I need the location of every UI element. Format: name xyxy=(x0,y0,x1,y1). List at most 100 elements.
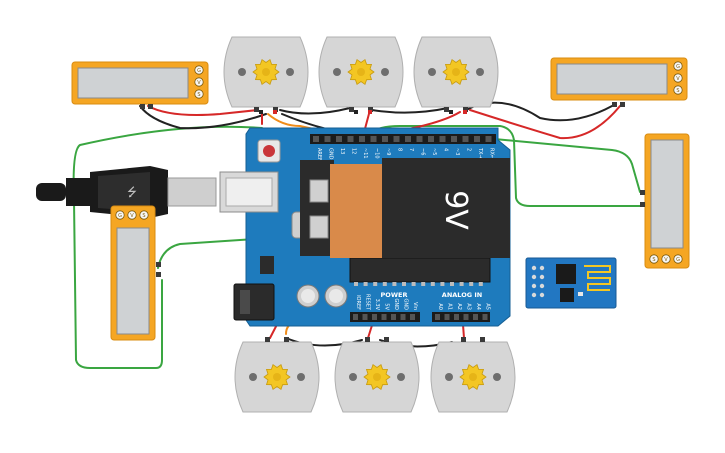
motor-top-3[interactable] xyxy=(413,36,499,112)
digital-pin[interactable] xyxy=(347,136,354,142)
motor-terminal[interactable] xyxy=(284,337,289,342)
usb-cable[interactable]: ⭍ xyxy=(36,166,217,218)
motor-terminal[interactable] xyxy=(368,107,373,112)
motor-terminal[interactable] xyxy=(461,337,466,342)
sensor-connector[interactable] xyxy=(620,102,625,107)
motor-terminal[interactable] xyxy=(273,107,278,112)
digital-pin[interactable] xyxy=(439,136,446,142)
power-pin[interactable] xyxy=(381,314,387,320)
analog-pin[interactable] xyxy=(435,314,440,320)
motor-terminal[interactable] xyxy=(384,337,389,342)
digital-pin[interactable] xyxy=(485,136,492,142)
digital-pin[interactable] xyxy=(451,136,457,142)
sensor-connector[interactable] xyxy=(640,190,645,195)
sensor-pin-icon[interactable] xyxy=(127,210,137,220)
battery-body xyxy=(382,158,510,258)
sensor-connector[interactable] xyxy=(612,102,617,107)
digital-pin[interactable] xyxy=(462,136,469,142)
esp-pin[interactable] xyxy=(531,283,537,289)
analog-pin[interactable] xyxy=(482,314,488,320)
esp-pin[interactable] xyxy=(539,274,545,280)
digital-pin[interactable] xyxy=(313,136,319,142)
wire-orange-top[interactable] xyxy=(267,113,347,137)
wire-red-top-4[interactable] xyxy=(469,105,621,140)
power-pin[interactable] xyxy=(362,314,368,320)
motor-bottom-2[interactable] xyxy=(334,337,420,413)
analog-pin[interactable] xyxy=(454,314,459,320)
sensor-pin-icon[interactable] xyxy=(194,89,204,99)
esp8266-wifi-module[interactable] xyxy=(525,257,617,309)
sensor-connector[interactable] xyxy=(148,104,153,109)
motor-terminal[interactable] xyxy=(463,107,468,112)
sensor-pin-icon[interactable] xyxy=(649,254,659,264)
sensor-pin-icon[interactable] xyxy=(661,254,671,264)
battery-9v[interactable]: 9V xyxy=(300,158,510,258)
power-pin[interactable] xyxy=(391,314,396,320)
motor-bottom-3[interactable] xyxy=(430,337,516,413)
analog-pin[interactable] xyxy=(473,314,478,320)
power-pin-label: GND xyxy=(403,299,409,311)
wire-red-top-1[interactable] xyxy=(147,105,259,116)
motor-shaft-icon xyxy=(452,68,460,76)
wire-green-left-loop[interactable] xyxy=(72,125,263,369)
esp-pin[interactable] xyxy=(539,292,545,298)
analog-pin[interactable] xyxy=(463,314,469,320)
sensor-pin-icon[interactable] xyxy=(194,65,204,75)
power-pin[interactable] xyxy=(410,314,415,320)
sensor-top-right[interactable]: GVS xyxy=(550,57,688,101)
sensor-pin-label: G xyxy=(676,257,680,263)
digital-pin[interactable] xyxy=(336,136,342,142)
power-pin[interactable] xyxy=(400,314,406,320)
sensor-pin-icon[interactable] xyxy=(194,77,204,87)
wire-black-top-3[interactable] xyxy=(371,107,449,114)
motor-terminal[interactable] xyxy=(254,107,259,112)
motor-top-1[interactable] xyxy=(223,36,309,112)
digital-pin[interactable] xyxy=(370,136,377,142)
sensor-connector[interactable] xyxy=(156,272,161,277)
sensor-pin-label: V xyxy=(664,257,668,263)
motor-screw-icon xyxy=(333,68,341,76)
sensor-window xyxy=(116,227,150,335)
sensor-pin-icon[interactable] xyxy=(673,254,683,264)
esp-pin[interactable] xyxy=(531,274,537,280)
motor-terminal[interactable] xyxy=(265,337,270,342)
digital-pin[interactable] xyxy=(405,136,411,142)
digital-pin[interactable] xyxy=(324,136,331,142)
esp-pin[interactable] xyxy=(539,283,545,289)
digital-header[interactable] xyxy=(310,134,496,144)
esp-pin[interactable] xyxy=(531,265,537,271)
digital-pin[interactable] xyxy=(382,136,388,142)
motor-terminal[interactable] xyxy=(480,337,485,342)
digital-pin[interactable] xyxy=(416,136,423,142)
esp-pin[interactable] xyxy=(539,265,545,271)
sensor-pin-icon[interactable] xyxy=(115,210,125,220)
sensor-connector[interactable] xyxy=(140,104,145,109)
analog-header[interactable] xyxy=(432,312,490,322)
motor-bottom-1[interactable] xyxy=(234,337,320,413)
analog-pin[interactable] xyxy=(444,314,450,320)
digital-pin[interactable] xyxy=(428,136,434,142)
wire-black-top-2[interactable] xyxy=(279,107,351,115)
digital-pin[interactable] xyxy=(359,136,365,142)
motor-terminal[interactable] xyxy=(444,107,449,112)
sensor-connector[interactable] xyxy=(156,262,161,267)
power-pin[interactable] xyxy=(372,314,377,320)
digital-pin[interactable] xyxy=(393,136,400,142)
motor-top-2[interactable] xyxy=(318,36,404,112)
digital-pin[interactable] xyxy=(474,136,480,142)
esp-pin[interactable] xyxy=(531,292,537,298)
wire-black-top-1[interactable] xyxy=(139,105,267,130)
motor-terminal[interactable] xyxy=(349,107,354,112)
sensor-connector[interactable] xyxy=(640,202,645,207)
sensor-pin-icon[interactable] xyxy=(673,61,683,71)
power-pin[interactable] xyxy=(353,314,358,320)
sensor-pin-icon[interactable] xyxy=(673,85,683,95)
motor-screw-icon xyxy=(249,373,257,381)
sensor-top-left[interactable]: GVS xyxy=(71,61,209,105)
wire-green-right-sensor[interactable] xyxy=(371,125,643,207)
motor-terminal[interactable] xyxy=(365,337,370,342)
sensor-pin-icon[interactable] xyxy=(673,73,683,83)
sensor-pin-icon[interactable] xyxy=(139,210,149,220)
